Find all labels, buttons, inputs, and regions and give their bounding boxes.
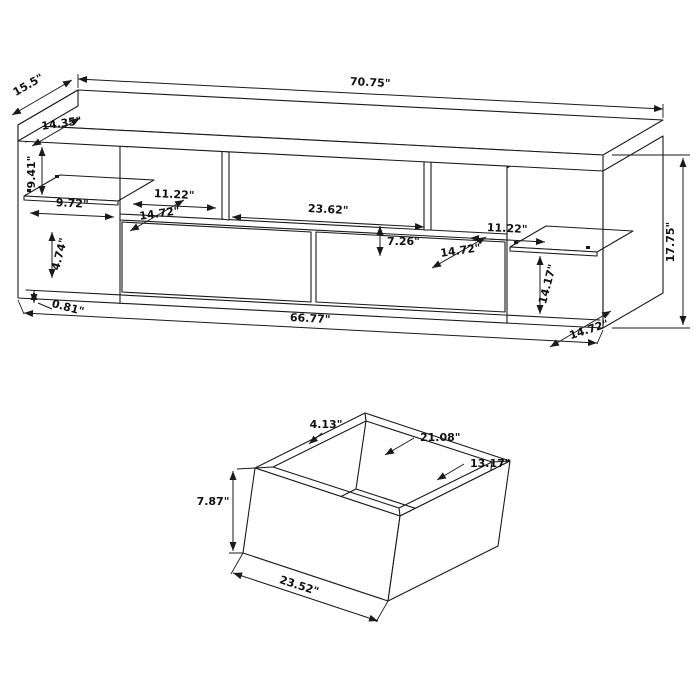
dim-label-drawer-top-edge: 4.13" — [310, 418, 343, 431]
left-glass-shelf-edge — [23, 195, 119, 206]
dim-overall-width: 70.75" — [77, 74, 664, 118]
leader-line — [308, 432, 323, 445]
drawer-figure — [242, 412, 511, 602]
cubby-divider-right — [423, 161, 432, 231]
dimension-line — [31, 117, 81, 147]
shelf-peg — [55, 175, 59, 178]
dim-drawer-interior-width: 21.08" — [384, 431, 461, 456]
dim-label-right-cubby-width: 11.22" — [487, 221, 528, 236]
dim-left-lower-height: 4.74" — [48, 232, 70, 278]
dim-overall-height: 17.75" — [612, 154, 690, 329]
drawer-right-face — [387, 460, 511, 602]
rim-corner-joints — [254, 412, 511, 517]
dim-label-right-cubby-depth: 14.72" — [440, 241, 482, 260]
dim-label-left-cubby-depth: 14.72" — [139, 204, 181, 223]
drawer-front-left — [121, 221, 312, 303]
dim-label-interior-depth: 14.35" — [41, 114, 83, 133]
dim-label-overall-width: 70.75" — [350, 75, 391, 90]
dimension-line — [549, 310, 612, 348]
dimension-line — [231, 213, 425, 231]
leader-line — [384, 437, 415, 456]
dimension-line — [11, 79, 73, 116]
dim-label-center-height: 7.26" — [387, 235, 420, 248]
dim-center-width: 23.62" — [231, 202, 425, 231]
shelf-peg — [586, 246, 590, 249]
dim-right-bottom-depth: 14.72" — [549, 310, 612, 348]
shelf-peg — [27, 189, 31, 192]
dimension-line — [23, 309, 598, 347]
dim-label-left-shelf-width: 9.72" — [55, 196, 89, 211]
dim-right-section-height: 14.17" — [536, 256, 559, 314]
dim-left-shelf-width: 9.72" — [29, 196, 115, 221]
dim-label-drawer-front-height: 7.87" — [197, 495, 230, 508]
dim-right-cubby-depth: 14.72" — [431, 236, 487, 269]
dim-label-right-bottom-depth: 14.72" — [568, 317, 611, 342]
dim-label-center-width: 23.62" — [308, 202, 349, 217]
dim-left-cubby-depth: 14.72" — [129, 199, 185, 232]
dim-label-top-depth: 15.5" — [11, 71, 46, 99]
leader-line — [436, 463, 465, 481]
dim-drawer-front-height: 7.87" — [197, 467, 256, 554]
extension-lines — [229, 467, 256, 554]
dimension-line — [29, 209, 115, 221]
dim-label-overall-height: 17.75" — [664, 222, 677, 263]
dim-drawer-top-edge: 4.13" — [308, 418, 343, 445]
dim-drawer-interior-depth: 13.17" — [436, 457, 511, 481]
cubby-divider-left — [221, 150, 230, 221]
dim-bottom-width: 66.77" — [17, 299, 604, 347]
extension-lines — [230, 552, 389, 623]
dimension-line — [129, 199, 185, 232]
right-glass-shelf-edge — [509, 246, 598, 257]
shelf-peg — [514, 241, 518, 244]
leader-line — [37, 302, 53, 310]
dimension-line — [431, 236, 487, 269]
dim-interior-depth: 14.35" — [31, 114, 83, 147]
dimension-line — [77, 75, 664, 113]
dimension-line — [232, 572, 379, 622]
extension-lines — [612, 154, 690, 329]
tv-stand-figure — [17, 89, 664, 329]
dim-label-bottom-width: 66.77" — [290, 311, 331, 326]
dim-label-drawer-interior-depth: 13.17" — [470, 457, 511, 470]
dim-label-drawer-interior-width: 21.08" — [420, 431, 461, 444]
drawer-dimensions: 7.87" 23.52" 4.13" 21.08" 13.17" — [197, 418, 511, 623]
dim-label-left-cubby-width: 11.22" — [154, 187, 195, 202]
dim-center-height: 7.26" — [376, 226, 420, 256]
dim-left-upper-height: 9.41" — [25, 147, 46, 195]
dim-label-left-upper-height: 9.41" — [25, 156, 38, 189]
